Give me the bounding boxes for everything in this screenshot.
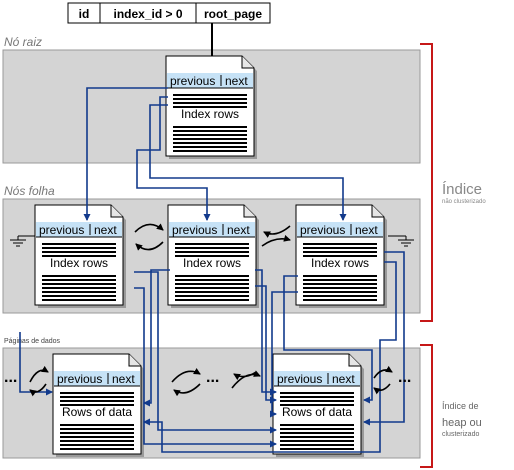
ground-symbol-right	[388, 235, 414, 247]
next-pointer-label: next	[227, 223, 250, 237]
leaf-3-to-data-2c-arrow	[363, 251, 405, 426]
next-pointer-label: next	[94, 223, 117, 237]
index-bracket	[420, 43, 433, 322]
leaf-3-to-data-1-arrow	[143, 261, 397, 453]
data-link-mid-1-bottom-arrow	[173, 383, 201, 397]
index-side-label: Índice	[442, 181, 482, 198]
next-pointer-label: next	[332, 372, 355, 386]
data-link-right-bottom-arrow	[373, 383, 391, 395]
page-body-label: Index rows	[183, 256, 241, 270]
previous-pointer-label: previous	[57, 372, 102, 386]
pointer-arrows	[19, 87, 405, 453]
ground-symbol-left	[10, 235, 35, 247]
data-ellipsis-right: ...	[398, 369, 411, 386]
previous-next-strip	[274, 371, 360, 386]
previous-next-strip	[54, 371, 140, 386]
leaf-3-to-data-2-arrow	[270, 291, 298, 418]
data-link-left-top-arrow	[29, 365, 49, 383]
previous-next-strip	[36, 222, 122, 237]
leaf-link-2-3-bottom-arrow	[263, 225, 291, 238]
next-pointer-label: next	[112, 372, 135, 386]
data-link-right-top-arrow	[373, 365, 393, 379]
root-to-leaf-3-arrow	[149, 104, 347, 221]
leaf-level-label: Nós folha	[4, 184, 55, 198]
header-index-id-cell: index_id > 0	[113, 7, 182, 21]
data-ellipsis-mid: ...	[206, 369, 219, 386]
data-ellipsis-left: ...	[4, 369, 17, 386]
heap-side-label-1: Índice de	[442, 401, 479, 411]
leaf-link-2-3-top-arrow	[261, 234, 291, 247]
leaf-link-1-2-top-arrow	[134, 223, 164, 233]
leaf-2-to-data-2-arrow	[255, 269, 277, 396]
data-link-mid-1-top-arrow	[171, 367, 201, 383]
page-body-label: Rows of data	[282, 405, 352, 419]
heap-bracket	[420, 344, 433, 468]
heap-side-label-3: clusterizado	[442, 431, 479, 438]
leaf-2-to-data-2b-arrow	[255, 285, 277, 404]
page-body-label: Index rows	[181, 107, 239, 121]
index-side-sublabel: não clusterizado	[442, 199, 486, 205]
previous-pointer-label: previous	[300, 223, 345, 237]
leaf-1-to-data-2-arrow	[134, 271, 277, 434]
previous-pointer-label: previous	[277, 372, 322, 386]
page-body-label: Index rows	[50, 256, 108, 270]
sysindexes-header: id index_id > 0 root_page	[67, 2, 271, 24]
heap-side-label-2: heap ou	[442, 417, 482, 429]
previous-next-strip	[167, 73, 253, 88]
previous-next-strip	[169, 222, 255, 237]
page-body-label: Index rows	[311, 256, 369, 270]
leaf-link-1-2-bottom-arrow	[135, 241, 164, 251]
next-pointer-label: next	[355, 223, 378, 237]
root-to-leaf-1-arrow	[83, 87, 168, 221]
header-id-cell: id	[79, 7, 90, 21]
previous-next-strip	[297, 222, 383, 237]
root-level-label: Nó raiz	[4, 35, 42, 49]
previous-pointer-label: previous	[39, 223, 84, 237]
root-to-leaf-2-arrow	[136, 96, 211, 221]
header-root-page-cell: root_page	[204, 7, 262, 21]
leaf-3-to-data-2d-arrow	[283, 275, 373, 404]
next-pointer-label: next	[225, 74, 248, 88]
page-body-label: Rows of data	[62, 405, 132, 419]
previous-pointer-label: previous	[170, 74, 215, 88]
data-link-left-bottom-arrow	[29, 383, 47, 397]
previous-pointer-label: previous	[172, 223, 217, 237]
sibling-links	[29, 223, 393, 397]
leaf-1-to-data-1-arrow	[19, 332, 53, 396]
data-link-mid-2-bottom-arrow	[233, 371, 257, 381]
leaf-1-to-data-1b-arrow	[134, 287, 277, 448]
leaf-2-to-data-1-arrow	[143, 269, 170, 407]
data-level-label: Páginas de dados	[4, 338, 61, 345]
